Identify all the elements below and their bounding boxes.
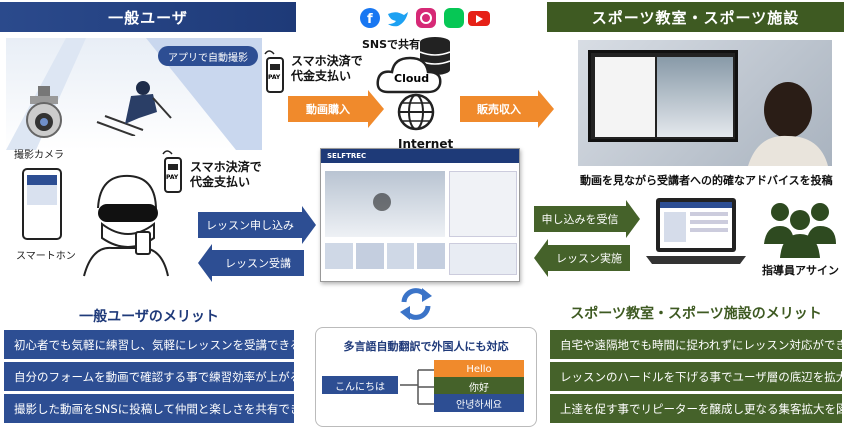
line-icon bbox=[444, 8, 464, 28]
skier-icon bbox=[96, 81, 172, 136]
user-merit-1: 初心者でも気軽に練習し、気軽にレッスンを受講できる bbox=[4, 330, 301, 359]
target-bubble-ko: 안녕하세요 bbox=[434, 394, 524, 412]
branch-lines bbox=[400, 369, 436, 405]
purchase-arrow-label: 動画購入 bbox=[306, 103, 350, 116]
svg-text:f: f bbox=[367, 12, 373, 27]
lesson-receive-arrow: レッスン受講 bbox=[198, 244, 304, 282]
lesson-apply-arrow: レッスン申し込み bbox=[198, 206, 316, 244]
pay-label-2-line2: 代金支払い bbox=[190, 175, 251, 189]
sns-share-label: SNSで共有 bbox=[362, 38, 421, 51]
app-screen-mock: SELFTREC bbox=[320, 148, 520, 282]
app-badge: アプリで自動撮影 bbox=[158, 46, 258, 66]
facility-merit-1: 自宅や遠隔地でも時間に捉われずにレッスン対応ができる bbox=[550, 330, 848, 359]
user-merit-3: 撮影した動画をSNSに投稿して仲間と楽しさを共有できる bbox=[4, 394, 313, 423]
lesson-conduct-arrow: レッスン実施 bbox=[534, 239, 630, 277]
play-icon bbox=[373, 193, 391, 211]
purchase-arrow: 動画購入 bbox=[288, 90, 384, 128]
internet-label: Internet bbox=[398, 137, 454, 151]
instructor-assign-label: 指導員アサイン bbox=[762, 264, 839, 277]
header-general-user: 一般ユーザ bbox=[0, 2, 296, 32]
receive-apply-arrow: 申し込みを受信 bbox=[534, 200, 640, 238]
lesson-conduct-label: レッスン実施 bbox=[556, 252, 622, 265]
user-merits-title: 一般ユーザのメリット bbox=[79, 309, 219, 325]
user-with-goggles-icon bbox=[83, 174, 169, 277]
pay-label-1-line2: 代金支払い bbox=[291, 69, 352, 83]
lesson-receive-label: レッスン受講 bbox=[225, 257, 291, 270]
pay-icon-text: PAY bbox=[268, 74, 281, 81]
pay-label-1-line1: スマホ決済で bbox=[291, 54, 363, 68]
detail-panel bbox=[449, 243, 517, 275]
mobile-pay-icon bbox=[264, 50, 284, 93]
facility-merit-3: 上達を促す事でリピーターを醸成し更なる集客拡大を図る bbox=[550, 394, 848, 423]
monitor bbox=[588, 50, 738, 142]
mobile-pay-icon-2 bbox=[162, 150, 182, 193]
instagram-icon bbox=[416, 8, 436, 28]
info-panel bbox=[449, 171, 517, 237]
facility-merit-2: レッスンのハードルを下げる事でユーザ層の底辺を拡大する bbox=[550, 362, 848, 391]
pay-label-1: スマホ決済で 代金支払い bbox=[291, 54, 363, 84]
pay-label-2: スマホ決済で 代金支払い bbox=[190, 160, 262, 190]
receive-apply-label: 申し込みを受信 bbox=[541, 213, 619, 226]
smartphone-icon bbox=[22, 168, 62, 240]
app-brand: SELFTREC bbox=[321, 149, 519, 163]
globe-icon bbox=[397, 93, 435, 131]
cloud-label: Cloud bbox=[394, 72, 430, 85]
pay-icon-text-2: PAY bbox=[166, 174, 179, 181]
laptop-icon bbox=[646, 198, 746, 264]
video-player bbox=[325, 171, 445, 237]
cloud-icon bbox=[376, 56, 442, 94]
target-bubble-zh: 你好 bbox=[434, 377, 524, 395]
instructors-group-icon bbox=[764, 203, 836, 258]
instructor-photo bbox=[578, 40, 832, 166]
pay-label-2-line1: スマホ決済で bbox=[190, 160, 262, 174]
translation-box: 多言語自動翻訳で外国人にも対応 こんにちは Hello 你好 안녕하세요 bbox=[315, 327, 537, 427]
user-merit-2: 自分のフォームを動画で確認する事で練習効率が上がる bbox=[4, 362, 301, 391]
target-bubble-en: Hello bbox=[434, 360, 524, 378]
sales-arrow-label: 販売収入 bbox=[477, 103, 521, 116]
source-bubble: こんにちは bbox=[322, 376, 398, 394]
thumbnail-row bbox=[325, 243, 445, 269]
translation-title: 多言語自動翻訳で外国人にも対応 bbox=[343, 340, 509, 353]
sync-icon bbox=[400, 288, 432, 320]
smartphone-label: スマートホン bbox=[16, 251, 76, 262]
instructor-figure bbox=[748, 82, 828, 166]
lesson-apply-label: レッスン申し込み bbox=[206, 219, 294, 232]
header-sports-facility: スポーツ教室・スポーツ施設 bbox=[547, 2, 844, 32]
twitter-icon bbox=[388, 12, 408, 27]
camera-icon bbox=[26, 86, 62, 138]
sns-icons: f bbox=[360, 6, 490, 30]
sales-arrow: 販売収入 bbox=[460, 90, 554, 128]
facility-merits-title: スポーツ教室・スポーツ施設のメリット bbox=[570, 306, 822, 322]
camera-label: 撮影カメラ bbox=[14, 150, 64, 161]
facebook-icon bbox=[360, 8, 380, 28]
right-top-caption: 動画を見ながら受講者への的確なアドバイスを投稿 bbox=[580, 174, 833, 187]
